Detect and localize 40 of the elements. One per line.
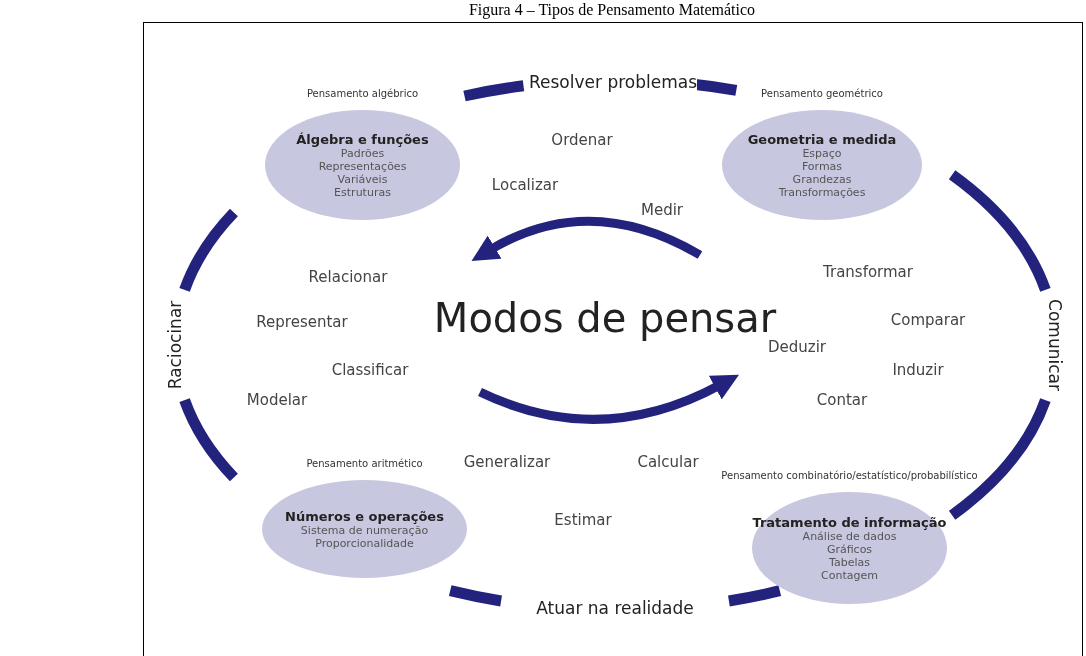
topic-item: Sistema de numeração (300, 523, 429, 537)
verb-label: Calcular (637, 453, 699, 471)
curved-heading: Pensamento algébrico (306, 88, 419, 99)
curved-heading: Pensamento geométrico (761, 88, 883, 99)
topic-item: Estruturas (334, 185, 391, 199)
verb-label: Representar (256, 313, 348, 331)
topic-item: Representações (318, 159, 407, 173)
topic-item: Grandezas (792, 172, 852, 186)
topic-item: Formas (801, 159, 843, 173)
topic-item: Variáveis (337, 172, 388, 186)
verb-label: Contar (816, 391, 868, 409)
topic-heading: Geometria e medida (747, 131, 897, 147)
verb-label: Modelar (246, 391, 308, 409)
topic-item: Gráficos (826, 542, 873, 556)
verb-label: Deduzir (768, 338, 826, 356)
verb-label: Estimar (554, 511, 612, 529)
topic-item: Análise de dados (802, 529, 897, 543)
topic-item: Tabelas (829, 555, 870, 569)
topic-item: Padrões (340, 146, 385, 160)
figure-title: Figura 4 – Tipos de Pensamento Matemático (468, 1, 756, 19)
verb-label: Generalizar (463, 453, 551, 471)
verb-label: Localizar (491, 176, 559, 194)
verb-label: Ordenar (551, 131, 613, 149)
topic-heading: Álgebra e funções (296, 131, 429, 147)
curved-heading: Pensamento aritmético (306, 458, 423, 469)
center-text: Modos de pensar (433, 295, 777, 341)
topic-heading: Tratamento de informação (752, 514, 947, 530)
ring-label: Resolver problemas (529, 72, 697, 92)
topic-item: Espaço (802, 146, 842, 160)
verb-label: Transformar (823, 263, 913, 281)
topic-item: Proporcionalidade (315, 536, 414, 550)
verb-label: Comparar (890, 311, 966, 329)
topic-heading: Números e operações (285, 508, 444, 524)
verb-label: Medir (641, 201, 683, 219)
verb-label: Classificar (331, 361, 409, 379)
curved-heading: Pensamento combinatório/estatístico/probabilístico (721, 470, 978, 481)
verb-label: Relacionar (308, 268, 388, 286)
verb-label: Induzir (892, 361, 944, 379)
topic-item: Transformações (778, 185, 866, 199)
topic-item: Contagem (821, 568, 878, 582)
